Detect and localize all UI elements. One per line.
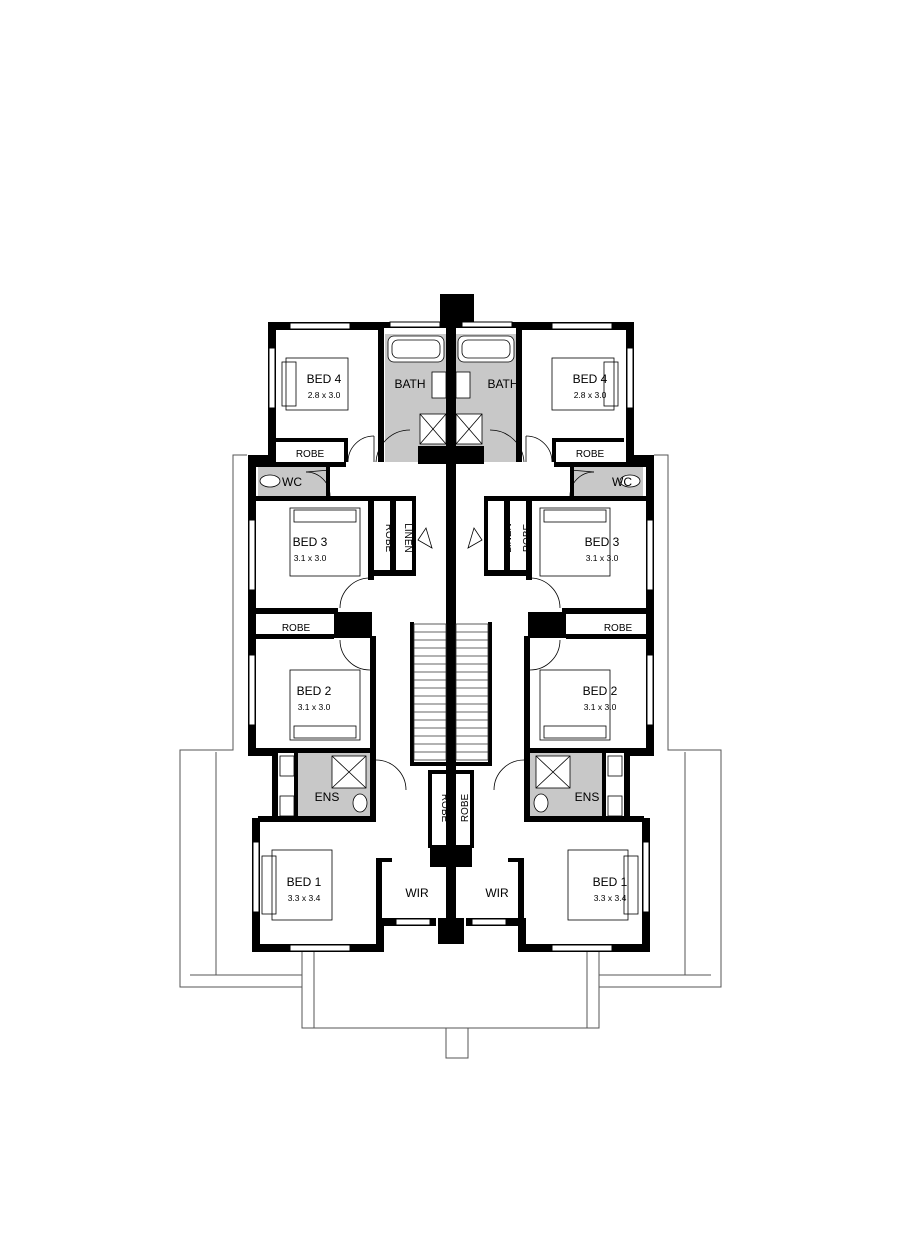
room-size-right-bed1: 3.3 x 3.4 <box>594 893 627 903</box>
room-size-left-bed1: 3.3 x 3.4 <box>288 893 321 903</box>
room-label-right-bed3: BED 3 <box>585 535 620 549</box>
room-size-right-bed2: 3.1 x 3.0 <box>584 702 617 712</box>
room-size-right-bed4: 2.8 x 3.0 <box>574 390 607 400</box>
room-label-left-bed3: BED 3 <box>293 535 328 549</box>
room-labels: BED 4 2.8 x 3.0 BED 4 2.8 x 3.0 BATH BAT… <box>282 372 633 903</box>
room-label-left-linen: LINEN <box>402 523 413 552</box>
fixtures <box>259 335 641 921</box>
room-label-left-bed4: BED 4 <box>307 372 342 386</box>
room-label-left-wir: WIR <box>405 886 429 900</box>
room-label-left-ens: ENS <box>315 790 340 804</box>
room-label-left-robe2: ROBE <box>282 623 311 634</box>
room-label-left-bed2: BED 2 <box>297 684 332 698</box>
room-label-right-bed2: BED 2 <box>583 684 618 698</box>
room-label-left-robe3: ROBE <box>383 524 394 553</box>
door-swings <box>305 429 595 791</box>
room-size-left-bed2: 3.1 x 3.0 <box>298 702 331 712</box>
room-label-right-bath: BATH <box>487 377 518 391</box>
stairs <box>413 623 489 761</box>
room-label-right-robe3: ROBE <box>522 524 533 553</box>
room-size-right-bed3: 3.1 x 3.0 <box>586 553 619 563</box>
room-label-right-robe4: ROBE <box>576 449 605 460</box>
room-label-right-bed1: BED 1 <box>593 875 628 889</box>
internal-walls <box>256 326 648 922</box>
stair-flight <box>413 623 447 761</box>
room-label-right-wc: WC <box>612 475 632 489</box>
room-label-right-bed4: BED 4 <box>573 372 608 386</box>
room-label-left-wc: WC <box>282 475 302 489</box>
room-label-left-robe4: ROBE <box>296 449 325 460</box>
room-label-right-robe2: ROBE <box>604 623 633 634</box>
room-label-right-linen: LINEN <box>503 523 514 552</box>
room-label-right-wir: WIR <box>485 886 509 900</box>
party-wall <box>418 322 484 944</box>
windows <box>248 321 654 952</box>
outline-lines <box>179 454 722 1059</box>
room-label-right-robe-hall: ROBE <box>460 794 471 823</box>
room-size-left-bed3: 3.1 x 3.0 <box>294 553 327 563</box>
room-label-left-robe-hall: ROBE <box>439 794 450 823</box>
stair-flight <box>455 623 489 761</box>
room-label-right-ens: ENS <box>575 790 600 804</box>
room-label-left-bed1: BED 1 <box>287 875 322 889</box>
room-label-left-bath: BATH <box>394 377 425 391</box>
room-size-left-bed4: 2.8 x 3.0 <box>308 390 341 400</box>
